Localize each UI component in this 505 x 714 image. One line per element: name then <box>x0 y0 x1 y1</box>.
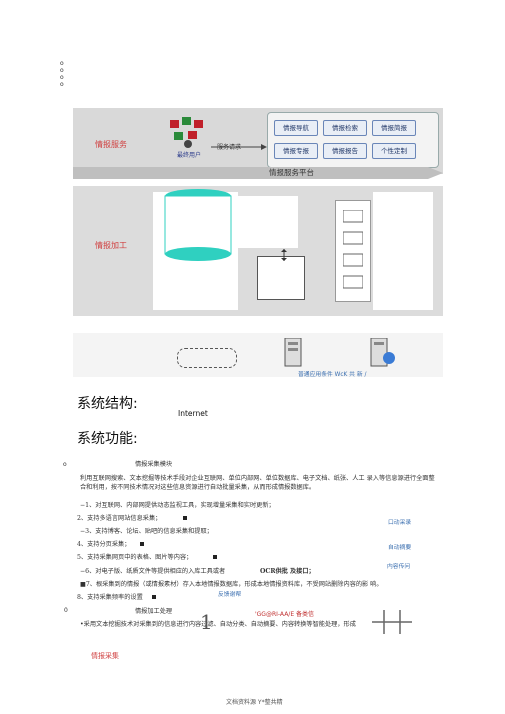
section2-bullet: 0 <box>64 607 68 614</box>
ocr-note: OCR供批 及接口； <box>260 568 315 575</box>
database-icon <box>163 188 233 266</box>
section2-text: •采用文本挖掘技术对采集到的信息进行内容过滤、自动分类、自动摘要、内容转换等智能… <box>80 621 356 628</box>
side-note-auto-collect: 口动采录 <box>388 520 412 526</box>
square-bullet-icon <box>140 542 144 546</box>
end-user-label: 最终用户 <box>177 152 202 159</box>
service-button-report[interactable]: 情报报告 <box>323 143 367 159</box>
square-bullet-icon <box>213 555 217 559</box>
server-icon <box>283 337 303 368</box>
service-button-search[interactable]: 情报检索 <box>323 120 367 136</box>
list-marker: o <box>60 67 64 74</box>
section1-bullet: o <box>63 461 67 468</box>
processing-side-boxes <box>342 209 364 290</box>
section1-item-4: 4、支持分页采集； <box>77 541 131 548</box>
plus-marks-icon <box>372 604 412 634</box>
section1-item-5: 5、支持采集网页中的表格、图片等内容； <box>77 554 193 561</box>
processing-module-box <box>257 256 305 300</box>
section1-item-1: −1、对互联网、内部网提供动态监视工具，实现增量采集和实时更新； <box>80 502 275 509</box>
function-heading: 系统功能: <box>77 431 138 447</box>
list-marker: o <box>60 74 64 81</box>
section1-item-3: −3、支持博客、论坛、贴吧的信息采集和提取； <box>80 528 213 535</box>
section1-item-6: −6、对电子版、纸质文件等提供相应的入库工具或者 <box>80 568 226 575</box>
end-user-icon <box>168 114 208 150</box>
section1-item-7: ■7、根采集到的情报（或情报素材）存入本地情报数据库，形成本地情报资料库，不受网… <box>80 581 383 588</box>
dashed-source-box <box>177 348 237 368</box>
server-globe-icon <box>369 337 397 368</box>
large-mark-icon: 1 <box>200 610 213 634</box>
service-button-brief[interactable]: 情报简报 <box>372 120 416 136</box>
section2-label: 情报采集 <box>91 652 119 660</box>
database-caption: 普通应用条件 WcK 共 新 / <box>298 372 367 378</box>
platform-label: 情报服务平台 <box>269 168 314 177</box>
section2-title: 情报加工处理 <box>135 608 173 615</box>
service-button-navigation[interactable]: 情报导航 <box>274 120 318 136</box>
list-markers: o o o o <box>60 60 64 88</box>
list-marker: o <box>60 81 64 88</box>
service-label: 情报服务 <box>95 140 127 149</box>
structure-heading: 系统结构: <box>77 396 138 412</box>
processing-label: 情报加工 <box>95 241 127 250</box>
side-note-auto-summary: 自动摘要 <box>388 545 412 551</box>
processing-core-box <box>238 196 298 248</box>
service-button-special[interactable]: 情报专报 <box>274 143 318 159</box>
page-footer: 文档资料源 Y*整共精 <box>226 699 283 706</box>
updown-arrow-icon <box>279 246 289 261</box>
list-marker: o <box>60 60 64 67</box>
square-bullet-icon <box>183 516 187 520</box>
system-diagram: 情报服务 最终用户 服务请求 情报导航 情报检索 情报简报 情报专报 情报报告 … <box>73 108 443 380</box>
section1-title: 情报采集模块 <box>135 461 173 468</box>
platform-banner <box>73 165 443 181</box>
processing-right-white <box>373 192 433 310</box>
service-button-custom[interactable]: 个性定制 <box>372 143 416 159</box>
internet-label: Internet <box>178 409 208 418</box>
section1-intro: 利用互联网搜索、文本挖掘等技术手段对企业互联网、单位内部网、单位数据库、电子文档… <box>80 475 435 491</box>
section1-item-8: 8、支持采集频率的设置 <box>77 594 143 601</box>
square-bullet-icon <box>152 595 156 599</box>
section2-note: 'GG@RI-AA/E 备类信 <box>255 611 315 618</box>
section1-item-2: 2、支持多语言网站信息采集； <box>77 515 162 522</box>
side-note-content-query: 内容传问 <box>387 564 411 570</box>
request-arrow-icon <box>211 136 267 150</box>
feedback-note: 反馈谢帮 <box>218 592 242 598</box>
